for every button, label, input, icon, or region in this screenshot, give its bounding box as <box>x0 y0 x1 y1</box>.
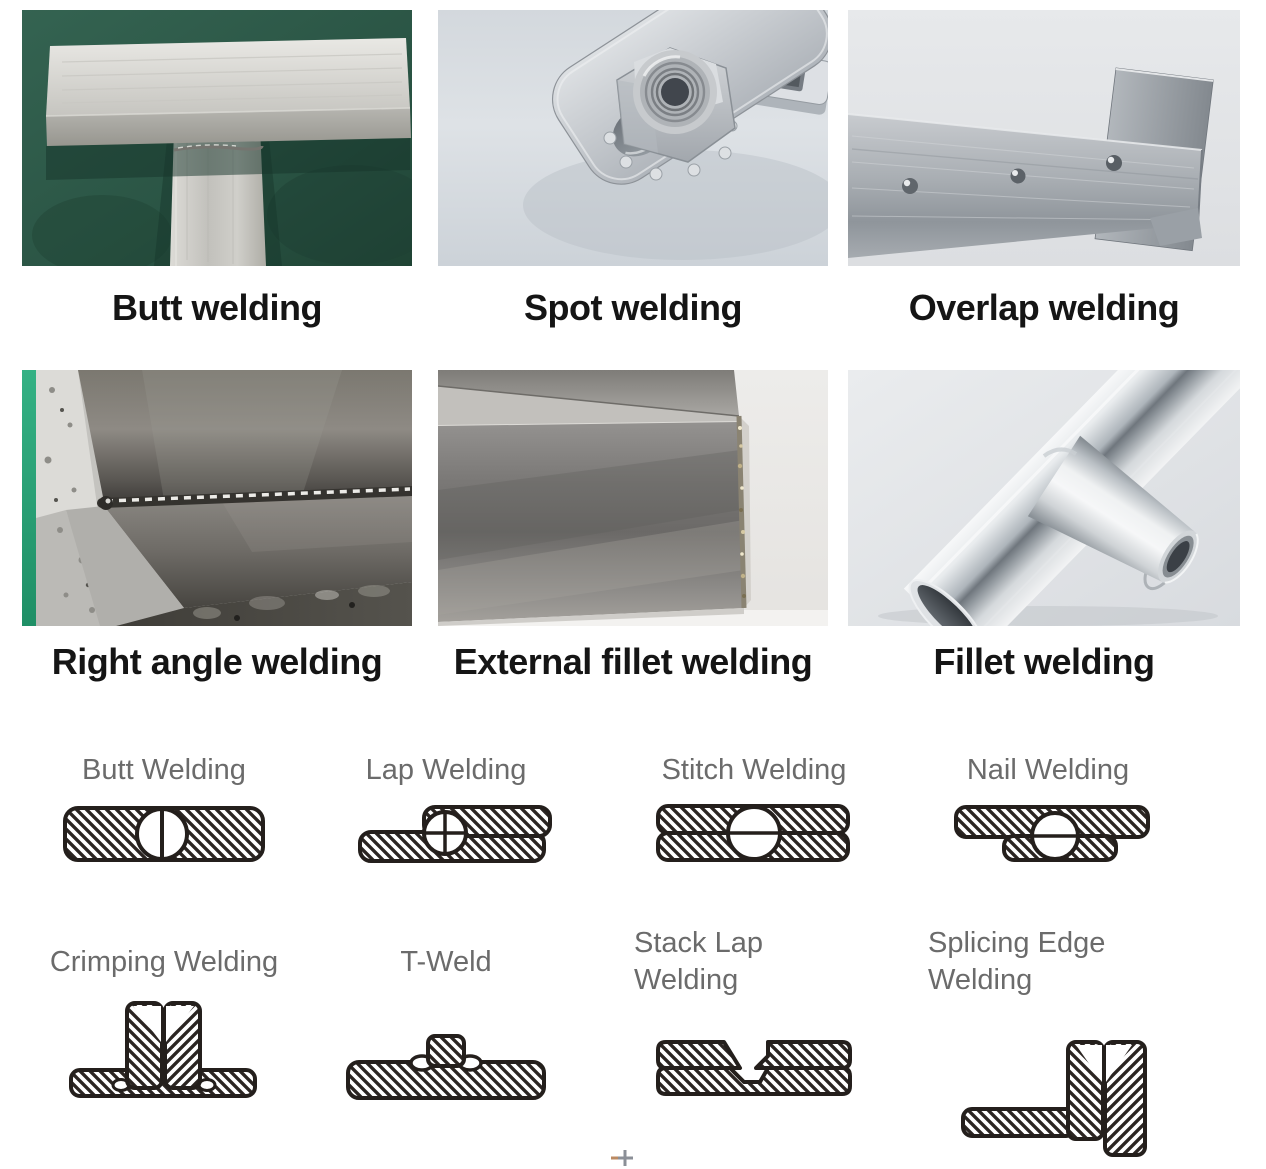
watermark-cross-icon <box>611 1150 633 1166</box>
splicing-edge-welding-diagram <box>961 1040 1147 1157</box>
weld-speckles <box>737 426 746 598</box>
stitch-welding-diagram <box>656 804 850 862</box>
right-angle-welding-caption: Right angle welding <box>51 641 383 682</box>
butt-welding-caption: Butt welding <box>112 287 322 328</box>
fillet-weld-bead <box>1042 447 1078 458</box>
stack-lap-welding-diagram-label: Stack Lap Welding <box>634 927 763 996</box>
spot-weld-dots <box>902 155 1122 194</box>
grime-blotches <box>193 585 390 621</box>
crimping-welding-diagram-label: Crimping Welding <box>49 945 279 978</box>
external-fillet-welding-caption: External fillet welding <box>453 641 813 682</box>
right-angle-welding-photo <box>22 370 412 626</box>
butt-welding-diagram <box>63 806 265 862</box>
t-weld-diagram <box>346 1034 546 1100</box>
crimping-welding-diagram <box>69 1001 257 1098</box>
t-weld-diagram-label: T-Weld <box>400 945 492 978</box>
lap-welding-diagram-label: Lap Welding <box>365 753 527 786</box>
butt-welding-photo <box>22 10 412 266</box>
branch-tube <box>1027 435 1199 591</box>
overlap-welding-photo <box>848 10 1240 266</box>
stack-lap-welding-diagram <box>656 1040 852 1096</box>
splicing-edge-welding-diagram-label: Splicing Edge Welding <box>928 927 1106 996</box>
overlap-welding-caption: Overlap welding <box>908 287 1180 328</box>
welded-hex-nut <box>603 47 738 181</box>
external-fillet-welding-photo <box>438 370 828 626</box>
butt-welding-diagram-label: Butt Welding <box>82 753 246 786</box>
lap-welding-diagram <box>358 805 552 863</box>
spot-welding-caption: Spot welding <box>524 287 742 328</box>
fillet-welding-caption: Fillet welding <box>933 641 1155 682</box>
spot-welding-photo <box>438 10 828 266</box>
nail-welding-diagram-label: Nail Welding <box>966 753 1130 786</box>
concrete-speckles <box>44 387 95 613</box>
nail-welding-diagram <box>954 805 1150 862</box>
stitch-welding-diagram-label: Stitch Welding <box>661 753 847 786</box>
fillet-welding-photo <box>848 370 1240 626</box>
green-edge-strip <box>22 370 36 626</box>
weld-seam <box>97 486 412 508</box>
